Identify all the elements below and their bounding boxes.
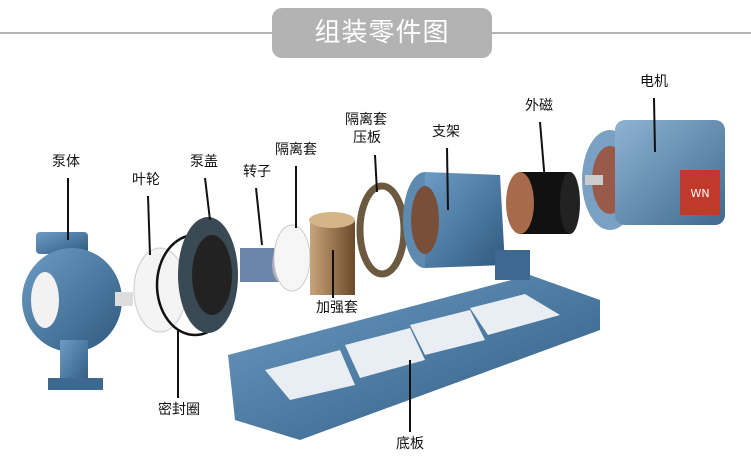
bracket	[403, 172, 530, 280]
impeller	[133, 247, 187, 333]
base-plate	[228, 275, 600, 440]
label-isolation-sleeve: 隔离套	[275, 142, 317, 158]
sleeve-plate	[356, 182, 408, 278]
label-impeller: 叶轮	[132, 172, 160, 188]
pump-cover	[178, 217, 238, 333]
pump-body	[22, 232, 133, 390]
label-rotor: 转子	[243, 164, 271, 180]
title-banner: 组装零件图	[272, 8, 492, 58]
label-base-plate: 底板	[396, 436, 424, 452]
motor: WN	[582, 120, 725, 230]
label-motor: 电机	[640, 74, 668, 90]
header-rule-right	[492, 32, 751, 34]
label-pump-cover: 泵盖	[190, 154, 218, 170]
label-sleeve-plate-line2: 压板	[353, 130, 381, 146]
outer-magnet	[506, 172, 580, 234]
label-sleeve-plate-line1: 隔离套	[345, 112, 387, 128]
label-bracket: 支架	[432, 124, 460, 140]
label-outer-magnet: 外磁	[525, 98, 553, 114]
label-seal-ring: 密封圈	[158, 402, 200, 418]
leader-lines	[67, 97, 656, 432]
motor-logo: WN	[690, 187, 709, 200]
label-reinforcing-sleeve: 加强套	[316, 300, 358, 316]
header-rule-left	[0, 32, 272, 34]
isolation-sleeve	[273, 224, 311, 292]
label-pump-body: 泵体	[52, 154, 80, 170]
